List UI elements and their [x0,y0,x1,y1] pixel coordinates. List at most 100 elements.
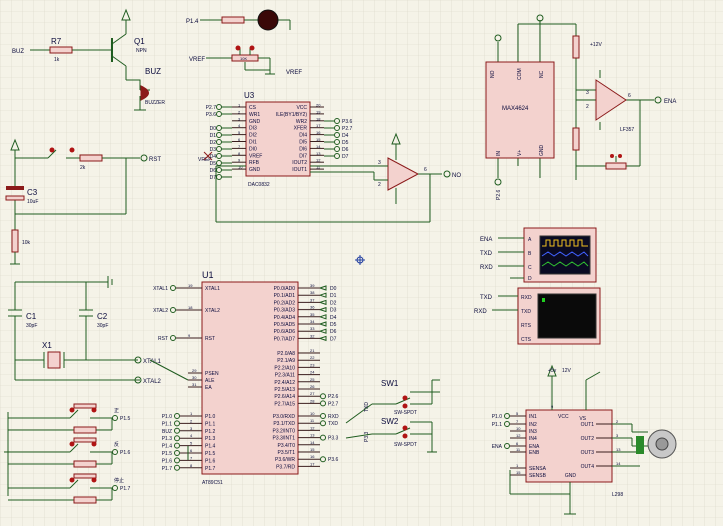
max-pin-gnd: GND [539,145,545,157]
u3-pin-name-right: DI4 [299,133,307,139]
u3-ext-terminal [334,132,340,138]
u3-pin-num-left: 8 [238,151,241,156]
u1-pin-name-right: P2.6/A14 [274,394,295,400]
bus-connector [319,314,327,320]
u1-ext-label-left: RST [158,336,168,342]
u1-ext-label-port1: P1.7 [162,466,173,472]
lf357-pin3: 3 [586,90,589,96]
u3-pin-num-left: 5 [238,130,241,135]
max-r-bottom [572,127,580,151]
u1-pin-name-left: P1.3 [205,436,216,442]
c2-name: C2 [97,312,108,321]
button-contact [69,409,79,419]
u1-pin-num-right: 12 [310,425,315,430]
xtal1-terminal [134,356,142,364]
no-connect-mark [203,151,213,161]
u1-body [201,281,299,475]
button-terminal [112,485,118,491]
opamp1-pin6: 6 [424,167,427,173]
u1-pin-name-left: RST [205,336,215,342]
u3-pin-name-right: VCC [296,105,307,111]
bus-connector [319,306,327,313]
term-pin-cts: CTS [521,337,532,343]
l298-ext-label: P1.0 [492,414,503,420]
buzzer-circuit [30,20,150,111]
u3-pin-name-left: DI0 [249,146,257,152]
lf357-supply: +12V [590,42,602,48]
u3-pin-num-left: 9 [238,158,241,163]
no-terminal [443,170,451,178]
u1-pin-name-right: P0.3/AD3 [274,308,296,314]
vref-pot [206,48,275,75]
label-p14: P1.4 [186,19,199,25]
button-contact [69,479,79,489]
u1-pin-name-right: P2.1/A9 [277,358,295,364]
l298-pin-num-left: 12 [516,433,521,438]
u1-ext-terminal [174,457,180,464]
u1-pin-name-right: P0.4/AD4 [274,315,296,321]
u3-pin-num-right: 13 [316,151,321,156]
u1-ext-terminal [174,450,180,456]
scope-ch-d: D [528,276,532,282]
u1-pin-name-right: P3.7/RD [276,464,295,470]
u1-pin-name-right: P0.7/AD7 [274,336,296,342]
u3-pin-name-left: CS [249,105,257,111]
u1-pin-num-left: 30 [192,375,197,380]
u1-ext-label-p0: D0 [330,286,337,292]
bus-connector [319,299,327,306]
u1-pin-name-left: ALE [205,378,215,384]
u1-name: U1 [202,270,214,280]
button-resistor [73,426,97,434]
max-pin-no: NO [490,70,496,78]
u1-pin-num-left: 31 [192,382,197,387]
sw2-name: SW2 [381,417,399,426]
scope-trace-b [541,251,589,257]
r7-value: 1k [54,57,60,63]
lf357-pot [605,162,627,170]
u3-ext-terminal [334,118,340,124]
motor-terminal-block [636,436,644,454]
scope-ch-c: C [528,265,532,271]
u1-pin-name-right: P3.2/INT0 [272,428,295,434]
xtal-route [149,359,189,381]
u1-pin-num-left: 7 [190,455,193,460]
u1-ext-terminal [174,464,180,471]
l298-pin-num-right: 3 [616,433,619,438]
button-marker [91,441,97,447]
u1-pin-name-right: P3.6/WR [275,457,295,463]
u1-pin-name-right: P0.6/AD6 [274,329,296,335]
u3-pin-num-left: 10 [238,165,243,170]
u3-ext-terminal [334,125,340,131]
u3-ext-terminal [216,111,222,117]
u3-ext-label-right: P2.7 [342,126,353,132]
button-tag: 正 [114,408,119,414]
u3-ext-terminal [216,125,222,131]
max-pin-in: IN [496,151,502,156]
u1-ext-label-port1: P1.5 [162,451,173,457]
u1-ext-label-port1: P1.6 [162,458,173,464]
l298-pin-name-right: OUT4 [581,464,595,470]
button-cap [73,403,97,409]
u3-pin-name-left: WR1 [249,112,260,118]
scope-trace-c [541,261,589,267]
buzzer-type: BUZZER [145,100,165,106]
u1-pin-num-right: 34 [310,319,315,324]
u3-pin-num-left: 2 [238,109,241,114]
motor-shaft [655,437,669,451]
p26-terminal [494,178,502,186]
u3-pin-name-left: VREF [249,153,262,159]
button-terminal [112,415,118,421]
l298-vcc-icon [547,364,557,377]
u1-ext-terminal [174,442,180,449]
button-tag: 反 [114,441,119,448]
button-cap [73,437,97,443]
u1-ext-terminal [174,420,180,427]
l298-ext-terminal [504,421,510,427]
u1-pin-num-right: 26 [310,384,315,389]
button-tag: 停止 [114,477,124,484]
u3-pin-name-left: DI3 [249,126,257,132]
u1-pin-num-left: 4 [190,433,193,438]
u1-pin-name-right: P2.4/A12 [274,380,295,386]
u1-pin-num-right: 38 [310,290,315,295]
